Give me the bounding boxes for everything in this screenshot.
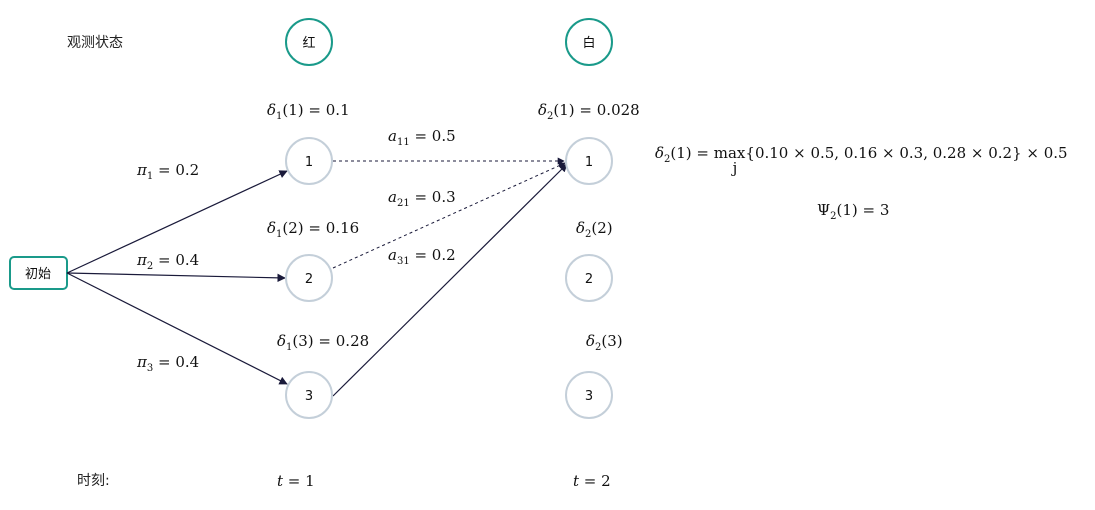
state-t2-1: 1 bbox=[565, 137, 613, 185]
edge-start-to-s2 bbox=[66, 272, 286, 283]
pi-3-label: π3 = 0.4 bbox=[136, 353, 199, 374]
state-t1-1-label: 1 bbox=[305, 155, 313, 170]
start-node: 初始 bbox=[9, 256, 68, 290]
delta-t1-2-label: δ1(2) = 0.16 bbox=[267, 219, 359, 240]
state-t1-3-label: 3 bbox=[305, 389, 313, 404]
time-label: 时刻: bbox=[77, 473, 110, 489]
state-t2-2-label: 2 bbox=[585, 272, 593, 287]
time-t2-label: t = 2 bbox=[573, 472, 611, 490]
state-t1-3: 3 bbox=[285, 371, 333, 419]
transition-a31-label: a31 = 0.2 bbox=[388, 246, 456, 267]
delta-recurrence-formula: δ2(1) = max{0.10 × 0.5, 0.16 × 0.3, 0.28… bbox=[655, 144, 1068, 165]
delta-t2-3-label: δ2(3) bbox=[586, 332, 623, 353]
state-t1-2: 2 bbox=[285, 254, 333, 302]
state-t2-3: 3 bbox=[565, 371, 613, 419]
psi-label: Ψ2(1) = 3 bbox=[817, 201, 889, 222]
observation-red-label: 红 bbox=[302, 35, 315, 51]
start-label: 初始 bbox=[25, 267, 51, 282]
pi-2-label: π2 = 0.4 bbox=[136, 251, 199, 272]
transition-a21-label: a21 = 0.3 bbox=[388, 188, 456, 209]
observation-white: 白 bbox=[565, 18, 613, 66]
delta-t1-3-label: δ1(3) = 0.28 bbox=[277, 332, 369, 353]
edge-s3-to-t2s1 bbox=[332, 163, 568, 397]
state-t2-1-label: 1 bbox=[585, 155, 593, 170]
state-t1-1: 1 bbox=[285, 137, 333, 185]
edge-s2-to-t2s1 bbox=[332, 162, 566, 269]
observation-white-label: 白 bbox=[582, 35, 595, 51]
edge-start-to-s3 bbox=[66, 272, 288, 385]
delta-t2-2-label: δ2(2) bbox=[576, 219, 613, 240]
state-t2-3-label: 3 bbox=[585, 389, 593, 404]
max-subscript-j: j bbox=[731, 159, 738, 177]
edge-start-to-s1 bbox=[66, 170, 288, 274]
time-t1-label: t = 1 bbox=[277, 472, 315, 490]
delta-t2-1-label: δ2(1) = 0.028 bbox=[538, 101, 640, 122]
state-t1-2-label: 2 bbox=[305, 272, 313, 287]
observed-state-label: 观测状态 bbox=[67, 35, 123, 51]
transition-a11-label: a11 = 0.5 bbox=[388, 127, 456, 148]
state-t2-2: 2 bbox=[565, 254, 613, 302]
pi-1-label: π1 = 0.2 bbox=[136, 161, 199, 182]
observation-red: 红 bbox=[285, 18, 333, 66]
delta-t1-1-label: δ1(1) = 0.1 bbox=[267, 101, 350, 122]
